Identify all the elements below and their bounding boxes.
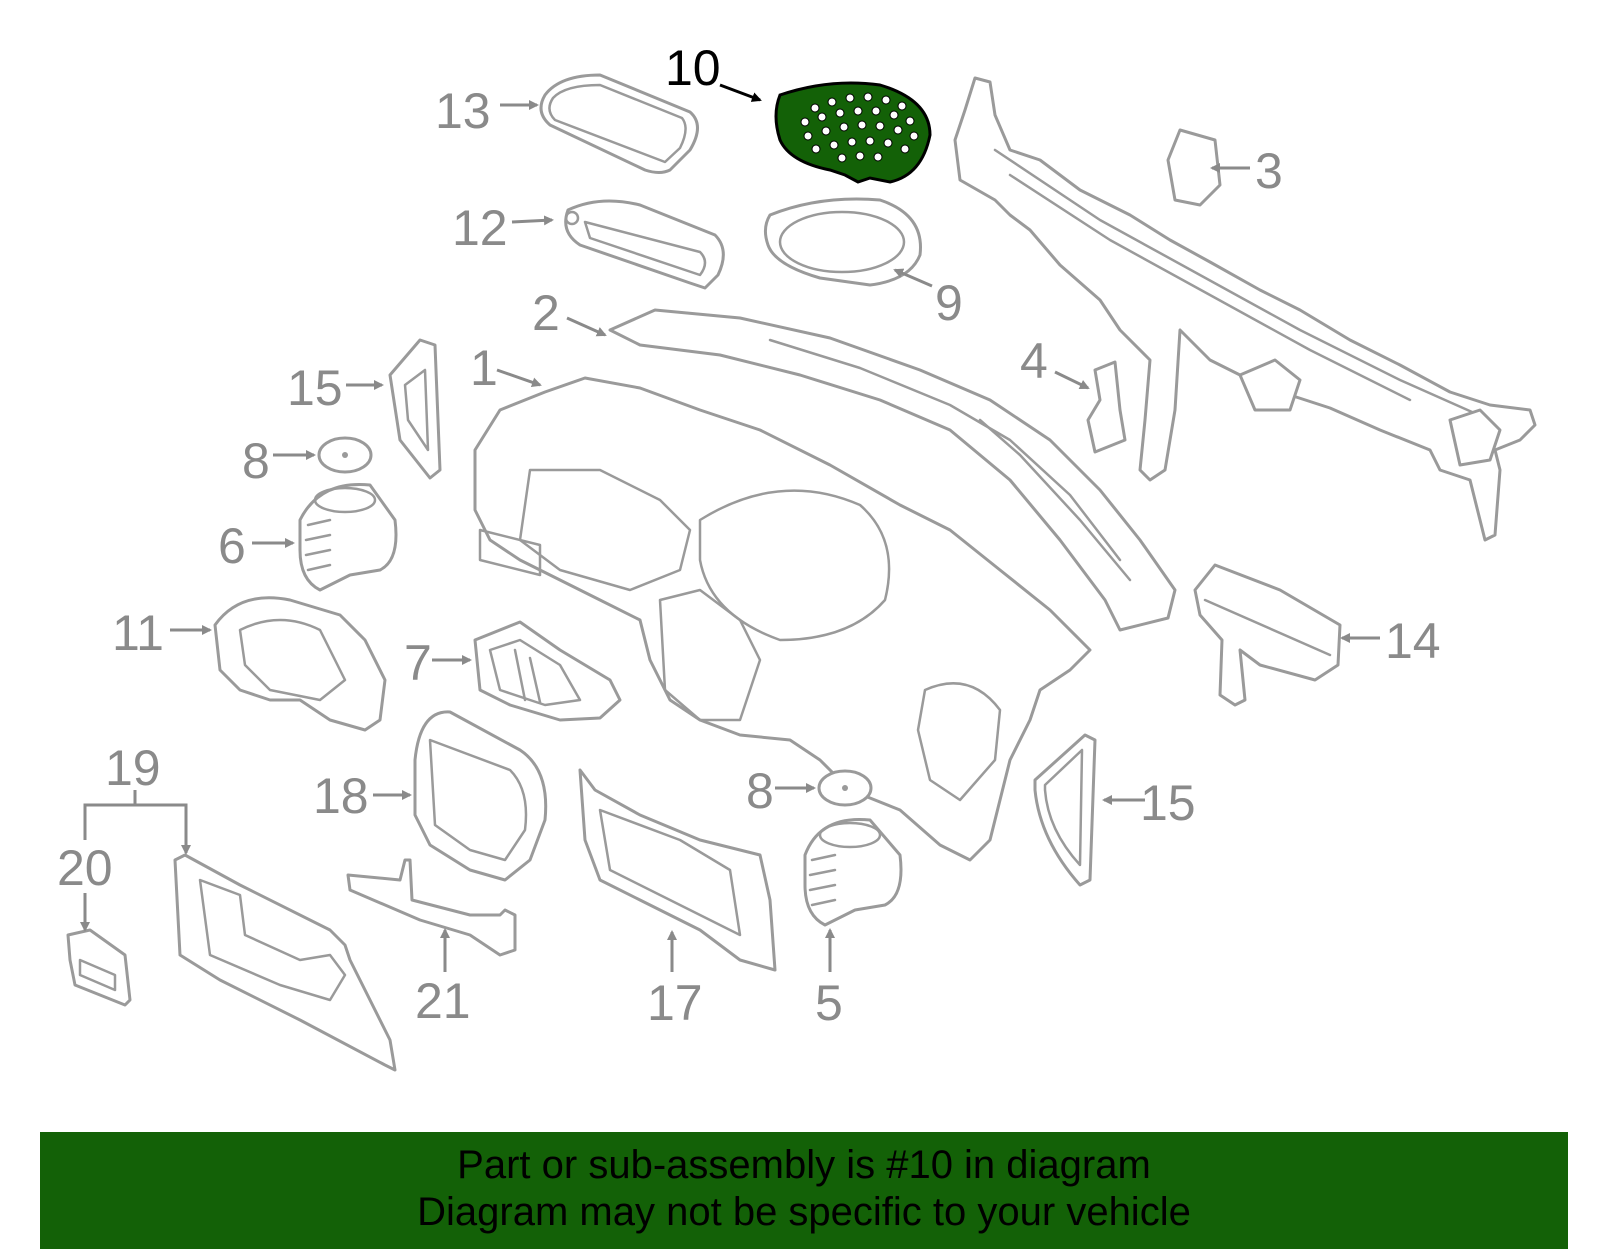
part-8-disc-lower[interactable] [817,769,873,807]
callout-labels: 10 13 3 12 9 2 1 15 4 8 6 11 7 14 18 8 1… [57,40,1441,1031]
callout-18: 18 [313,768,369,824]
callout-19: 19 [105,740,161,796]
part-9-speaker-ring[interactable] [763,197,922,287]
callout-1: 1 [470,340,498,396]
callout-3: 3 [1255,143,1283,199]
callout-7: 7 [404,635,432,691]
callout-11: 11 [112,605,164,661]
callout-9: 9 [935,275,963,331]
part-19-lower-cover[interactable] [173,853,397,1072]
callout-14: 14 [1385,613,1441,669]
callout-15: 15 [1140,775,1196,831]
parts-diagram: 10 13 3 12 9 2 1 15 4 8 6 11 7 14 18 8 1… [57,40,1537,1072]
callout-8-lower: 8 [746,763,774,819]
part-7-center-vent[interactable] [473,620,622,722]
callout-21: 21 [415,973,471,1029]
callout-8-upper: 8 [242,433,270,489]
part-15-side-panel[interactable] [1033,733,1097,887]
part-12-trim[interactable] [564,199,725,290]
callout-arrows [80,83,1380,972]
part-14-passenger-airbag[interactable] [1193,563,1342,707]
callout-10: 10 [665,40,721,96]
part-10-speaker-grille[interactable] [774,81,932,184]
part-2-upper-pad[interactable] [608,308,1177,632]
part-20-small-cover[interactable] [66,928,132,1007]
callout-17: 17 [647,975,703,1031]
part-18-center-bezel[interactable] [413,710,548,882]
part-4-bracket[interactable] [1086,360,1127,454]
callout-2: 2 [532,285,560,341]
banner-disclaimer: Diagram may not be specific to your vehi… [417,1190,1191,1234]
part-13-cover[interactable] [539,73,699,174]
part-8-disc-upper[interactable] [317,436,373,474]
callout-4: 4 [1020,333,1048,389]
part-6-air-vent[interactable] [298,482,398,592]
part-21-brace[interactable] [346,858,517,957]
info-banner: Part or sub-assembly is #10 in diagram D… [40,1132,1568,1249]
part-17-lower-panel[interactable] [578,768,777,972]
part-16-side-trim[interactable] [388,338,442,480]
callout-6: 6 [218,518,246,574]
callout-13: 13 [435,83,491,139]
banner-part-note: Part or sub-assembly is #10 in diagram [457,1143,1151,1187]
callout-5: 5 [815,975,843,1031]
callout-16: 15 [287,360,343,416]
callout-20: 20 [57,840,113,896]
part-1-instrument-panel[interactable] [473,376,1092,862]
part-3-cross-beam[interactable] [953,76,1537,542]
part-5-air-vent[interactable] [803,817,903,927]
part-11-cluster-bezel[interactable] [213,596,387,732]
callout-12: 12 [452,200,508,256]
